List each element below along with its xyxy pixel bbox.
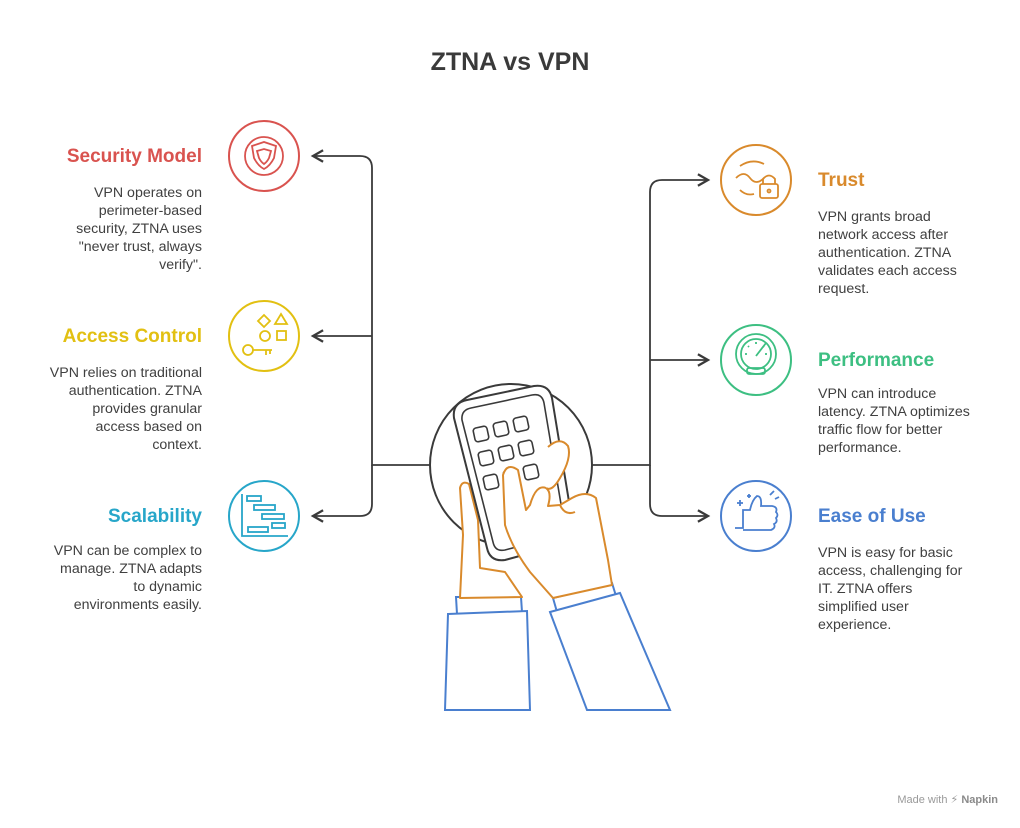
connector-security-model: [310, 149, 430, 466]
left-hand: [459, 481, 523, 599]
eye-lock-icon: [735, 160, 779, 199]
desc-ease-of-use: VPN is easy for basic access, challengin…: [818, 545, 963, 633]
gantt-chart-icon: [241, 494, 288, 537]
heading-scalability: Scalability: [108, 506, 202, 527]
thumbs-up-icon: [735, 490, 780, 531]
trust-icon-circle: [720, 144, 792, 216]
footer-made-with: Made with: [897, 794, 948, 806]
performance-icon-circle: [720, 324, 792, 396]
central-illustration: [429, 383, 672, 711]
footer-attribution: Made with ⚡ Napkin: [897, 793, 998, 806]
diagram-title: ZTNA vs VPN: [430, 48, 590, 76]
connector-scalability: [310, 465, 373, 523]
heading-trust: Trust: [818, 170, 865, 191]
shield-icon: [244, 136, 284, 176]
napkin-logo-icon: ⚡: [950, 794, 959, 806]
desc-security-model: VPN operates on perimeter-based security…: [76, 185, 202, 273]
right-hand: [502, 440, 613, 599]
connector-trust: [592, 173, 711, 466]
access-control-icon-circle: [228, 300, 300, 372]
sleeve-right: [548, 581, 672, 711]
heading-ease-of-use: Ease of Use: [818, 506, 926, 527]
scalability-icon-circle: [228, 480, 300, 552]
desc-performance: VPN can introduce latency. ZTNA optimize…: [818, 386, 970, 456]
connector-ease-of-use: [649, 465, 711, 523]
security-model-icon-circle: [228, 120, 300, 192]
desc-trust: VPN grants broad network access after au…: [818, 209, 957, 297]
heading-security-model: Security Model: [66, 146, 202, 167]
ease-of-use-icon-circle: [720, 480, 792, 552]
speedometer-icon: [735, 333, 777, 375]
heading-access-control: Access Control: [62, 326, 202, 347]
connectors-left: [310, 149, 430, 523]
connectors-right: [592, 173, 711, 523]
key-shapes-icon: [242, 312, 289, 356]
heading-performance: Performance: [818, 350, 935, 371]
footer-brand: Napkin: [961, 794, 998, 806]
desc-access-control: VPN relies on traditional authentication…: [49, 365, 202, 453]
sleeve-left: [443, 596, 532, 711]
desc-scalability: VPN can be complex to manage. ZTNA adapt…: [53, 543, 202, 613]
